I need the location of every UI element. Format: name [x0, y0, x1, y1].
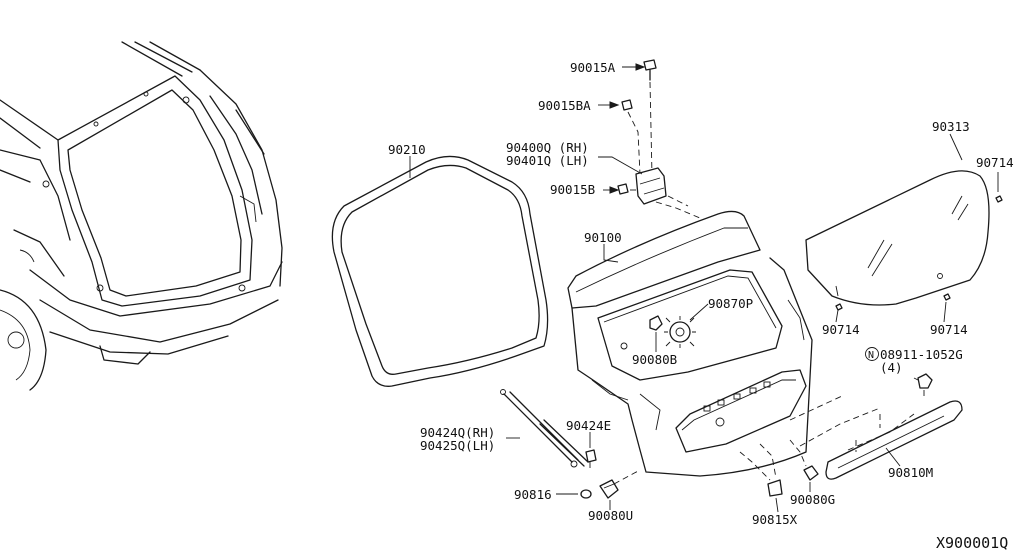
callout-90424E: 90424E — [566, 418, 611, 433]
callout-90425Q: 90425Q(LH) — [420, 438, 495, 453]
diagram-id: X900001Q — [936, 534, 1008, 552]
leader-lines — [409, 63, 999, 513]
callout-n-circle — [865, 347, 879, 361]
callout-90100: 90100 — [584, 230, 622, 245]
bumper-stop-90080U — [599, 469, 641, 499]
callout-90815X: 90815X — [752, 512, 798, 527]
callout-90080G: 90080G — [790, 492, 835, 507]
rivet-90714-left — [835, 303, 843, 311]
clip-90815X — [739, 443, 783, 497]
back-door-panel — [567, 210, 813, 477]
callout-90313: 90313 — [932, 119, 970, 134]
callout-90210: 90210 — [388, 142, 426, 157]
callout-90424Q: 90424Q(RH) — [420, 425, 495, 440]
grommet-90870P — [664, 316, 696, 348]
callout-90714-top: 90714 — [976, 155, 1014, 170]
rear-glass-90313 — [805, 170, 990, 306]
callout-90015B: 90015B — [550, 182, 595, 197]
cap-90816 — [580, 489, 592, 499]
hinge-assembly — [617, 59, 701, 219]
callout-08911-qty: (4) — [880, 360, 903, 375]
callout-90810M: 90810M — [888, 465, 933, 480]
callout-90400Q: 90400Q (RH) — [506, 140, 589, 155]
vehicle-rear-body — [0, 41, 283, 391]
callout-08911-1052G: 08911-1052G — [880, 347, 963, 362]
callout-90015A: 90015A — [570, 60, 616, 75]
weatherstrip-seal — [331, 155, 549, 387]
rivet-90714-top — [995, 195, 1003, 203]
callout-90015BA: 90015BA — [538, 98, 591, 113]
ball-stud-90424E — [585, 449, 597, 468]
callout-90080U: 90080U — [588, 508, 633, 523]
callout-90714-right: 90714 — [930, 322, 968, 337]
callout-90401Q: 90401Q (LH) — [506, 153, 589, 168]
callout-90816: 90816 — [514, 487, 552, 502]
gas-stay-90424Q — [500, 389, 589, 468]
callout-90714-left: 90714 — [822, 322, 860, 337]
callout-labels: 90015A 90015BA 90400Q (RH) 90401Q (LH) 9… — [388, 60, 1014, 552]
bumper-90080G — [789, 439, 819, 481]
screw-08911-1052G — [917, 373, 933, 396]
finisher-90810M — [789, 395, 963, 480]
callout-08911-symbol: N — [868, 350, 874, 361]
callout-90080B: 90080B — [632, 352, 677, 367]
rivet-90714-right — [943, 293, 951, 301]
clip-90080B — [649, 315, 663, 331]
callout-90870P: 90870P — [708, 296, 753, 311]
